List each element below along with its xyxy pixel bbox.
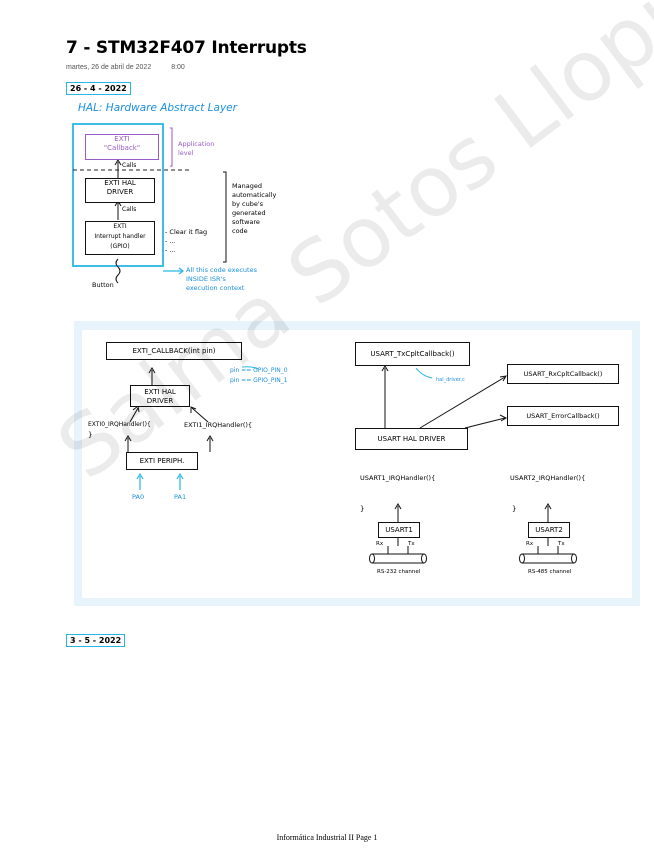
usart1-rx-label: Rx xyxy=(376,541,384,547)
exti-callback-box: EXTI "Callback" xyxy=(85,134,159,160)
hal-driver-line-2: DRIVER xyxy=(106,188,134,196)
usart2-tx-label: Tx xyxy=(558,541,565,547)
page-title: 7 - STM32F407 Interrupts xyxy=(66,38,307,58)
usart1-close-brace: } xyxy=(360,505,365,513)
rs232-label: RS-232 channel xyxy=(377,569,421,575)
managed-line-3: by cube's xyxy=(232,200,264,208)
handler-line-2: Interrupt handler xyxy=(94,233,146,240)
callback-line-2: "Callback" xyxy=(103,144,141,152)
button-label: Button xyxy=(92,281,114,289)
usart-error-callback-box: USART_ErrorCallback() xyxy=(507,406,619,426)
exti-callback-function-box: EXTI_CALLBACK(int pin) xyxy=(106,342,242,360)
exti0-handler-text: EXTI0_IRQHandler(){ xyxy=(88,421,151,428)
date-tag-1: 26 - 4 - 2022 xyxy=(66,82,131,95)
handler-bullets: - Clear it flag - ... - ... xyxy=(165,228,207,255)
calls-label-1: Calls xyxy=(122,162,137,169)
app-level-line-1: Application xyxy=(178,140,215,148)
pin-note-0: pin == GPIO_PIN_0 xyxy=(230,367,288,374)
page-date: martes, 26 de abril de 2022 xyxy=(66,64,152,71)
usart-tx-callback-box: USART_TxCpltCallback() xyxy=(355,342,470,366)
managed-line-2: automatically xyxy=(232,191,277,199)
usart2-handler-text: USART2_IRQHandler(){ xyxy=(510,474,586,482)
page-time: 8:00 xyxy=(171,64,185,71)
bullet-1: - Clear it flag xyxy=(165,228,208,236)
pin-note-1: pin == GPIO_PIN_1 xyxy=(230,377,288,384)
exti-hal-line-1: EXTI HAL xyxy=(144,388,176,396)
isr-line-2: INSIDE ISR's xyxy=(186,275,226,283)
exti-hal-line-2: DRIVER xyxy=(146,397,174,405)
rs485-label: RS-485 channel xyxy=(528,569,572,575)
usart-rx-callback-box: USART_RxCpltCallback() xyxy=(507,364,619,384)
bullet-3: - ... xyxy=(165,246,176,254)
hal-heading: HAL: Hardware Abstract Layer xyxy=(78,102,237,114)
usart1-handler-text: USART1_IRQHandler(){ xyxy=(360,474,436,482)
app-level-line-2: level xyxy=(178,149,194,157)
handler-line-1: EXTI xyxy=(113,223,127,230)
usart1-box: USART1 xyxy=(378,522,420,538)
pin-notes: pin == GPIO_PIN_0 pin == GPIO_PIN_1 xyxy=(230,366,288,386)
hal-driver-c-note: hal_driver.c xyxy=(436,377,465,383)
usart2-box: USART2 xyxy=(528,522,570,538)
isr-note: All this code executes INSIDE ISR's exec… xyxy=(186,266,257,293)
usart-hal-driver-box: USART HAL DRIVER xyxy=(355,428,468,450)
managed-line-4: generated xyxy=(232,209,266,217)
managed-line-5: software xyxy=(232,218,260,226)
handler-line-3: (GPIO) xyxy=(110,243,130,250)
page-footer: Informática Industrial II Page 1 xyxy=(276,833,378,842)
managed-line-6: code xyxy=(232,227,248,235)
exti1-handler-text: EXTI1_IRQHandler(){ xyxy=(184,421,253,429)
calls-label-2: Calls xyxy=(122,206,137,213)
pa1-label: PA1 xyxy=(174,493,187,501)
usart2-close-brace: } xyxy=(512,505,517,513)
managed-line-1: Managed xyxy=(232,182,262,190)
isr-line-3: execution context xyxy=(186,284,245,292)
pa0-label: PA0 xyxy=(132,493,145,501)
exti0-close-brace: } xyxy=(88,431,93,439)
date-tag-2: 3 - 5 - 2022 xyxy=(66,634,126,647)
page-meta: martes, 26 de abril de 2022 8:00 xyxy=(66,64,203,71)
bullet-2: - ... xyxy=(165,237,176,245)
isr-line-1: All this code executes xyxy=(186,266,257,274)
usart2-rx-label: Rx xyxy=(526,541,534,547)
exti-hal-driver-box: EXTI HAL DRIVER xyxy=(85,178,155,203)
exti-handler-box: EXTI Interrupt handler (GPIO) xyxy=(85,221,155,255)
hal-driver-line-1: EXTI HAL xyxy=(104,179,136,187)
application-level-note: Application level xyxy=(178,140,214,158)
managed-note: Managed automatically by cube's generate… xyxy=(232,182,276,236)
usart1-tx-label: Tx xyxy=(408,541,415,547)
exti-periph-box: EXTI PERIPH. xyxy=(126,452,198,470)
exti-hal-driver-box-2: EXTI HAL DRIVER xyxy=(130,385,190,407)
callback-line-1: EXTI xyxy=(114,135,130,143)
